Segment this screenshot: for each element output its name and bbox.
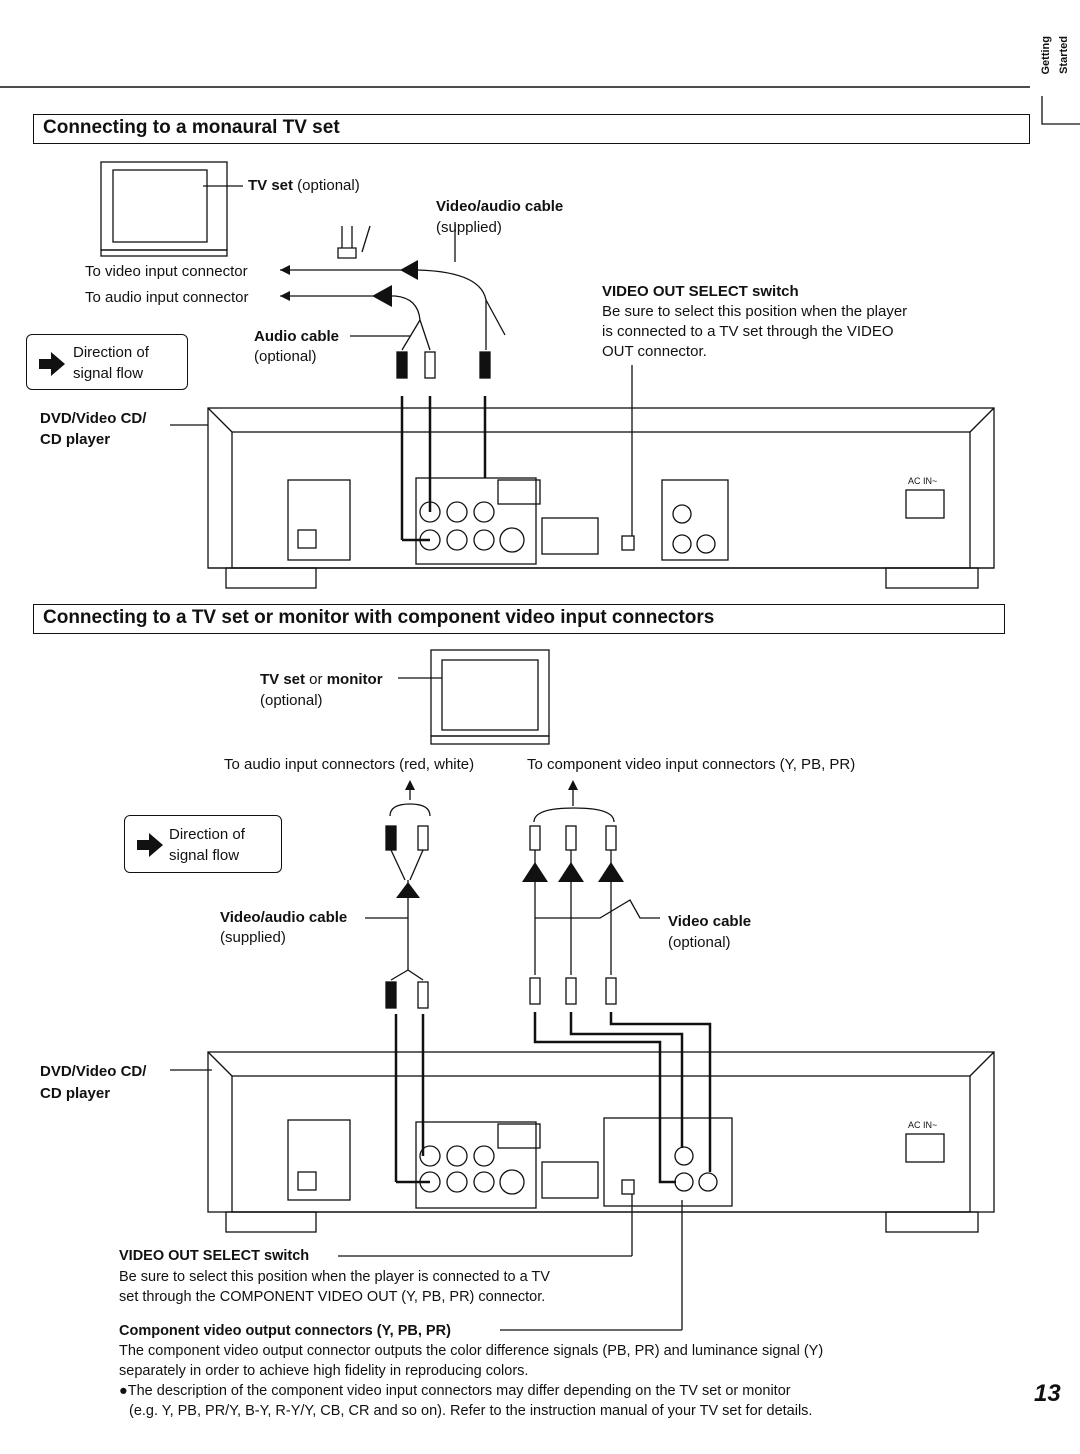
section2-title: Connecting to a TV set or monitor with c… [33,604,1005,634]
page-number: 13 [1034,1380,1061,1407]
component-note-b: (e.g. Y, PB, PR/Y, B-Y, R-Y/Y, CB, CR an… [129,1403,813,1419]
video-audio-cable-label-2: Video/audio cable [220,909,348,926]
video-out-select-desc-2a: Be sure to select this position when the… [119,1269,550,1285]
to-component-inputs-label: To component video input connectors (Y, … [527,756,856,773]
signal-arrow-icon [39,352,65,376]
player-label-1a: DVD/Video CD/ [40,410,147,427]
audio-cable-optional: (optional) [254,348,317,365]
signal-arrow-icon [137,833,163,857]
direction-text-1: Direction of [73,344,149,361]
video-audio-cable-supplied-2: (supplied) [220,929,286,946]
video-cable-optional: (optional) [668,934,731,951]
side-tab-started: Started [1058,36,1070,74]
video-cable-label: Video cable [668,913,752,930]
component-note-a: ●The description of the component video … [119,1383,791,1399]
direction-text-3: Direction of [169,826,245,843]
ac-in-label-1: AC IN~ [908,476,938,486]
video-audio-cable-supplied: (supplied) [436,219,502,236]
component-output-desc-b: separately in order to achieve high fide… [119,1363,529,1379]
section1-title: Connecting to a monaural TV set [33,114,1030,144]
video-out-select-desc-1c: OUT connector. [602,343,707,360]
player-label-1b: CD player [40,431,111,448]
direction-legend-2: Direction of signal flow [124,815,282,873]
video-audio-cable-label: Video/audio cable [436,198,564,215]
component-output-title: Component video output connectors (Y, PB… [119,1323,451,1339]
ac-in-label-2: AC IN~ [908,1120,938,1130]
direction-text-4: signal flow [169,847,240,864]
to-audio-inputs-label: To audio input connectors (red, white) [224,756,475,773]
to-audio-input-label: To audio input connector [85,289,249,306]
direction-legend-1: Direction of signal flow [26,334,188,390]
direction-text-2: signal flow [73,365,144,382]
component-output-desc-a: The component video output connector out… [119,1343,824,1359]
to-video-input-label: To video input connector [85,263,248,280]
tv-set-label: TV set (optional) [248,177,360,194]
tv-monitor-optional: (optional) [260,692,323,709]
video-out-select-desc-2b: set through the COMPONENT VIDEO OUT (Y, … [119,1289,546,1305]
player-label-2a: DVD/Video CD/ [40,1063,147,1080]
video-out-select-title-1: VIDEO OUT SELECT switch [602,283,799,300]
video-out-select-desc-1b: is connected to a TV set through the VID… [602,323,894,340]
video-out-select-title-2: VIDEO OUT SELECT switch [119,1248,310,1264]
player-label-2b: CD player [40,1085,111,1102]
side-tab-getting: Getting [1040,36,1052,75]
video-out-select-desc-1a: Be sure to select this position when the… [602,303,908,320]
tv-monitor-label: TV set or monitor [260,671,383,688]
audio-cable-label: Audio cable [254,328,340,345]
